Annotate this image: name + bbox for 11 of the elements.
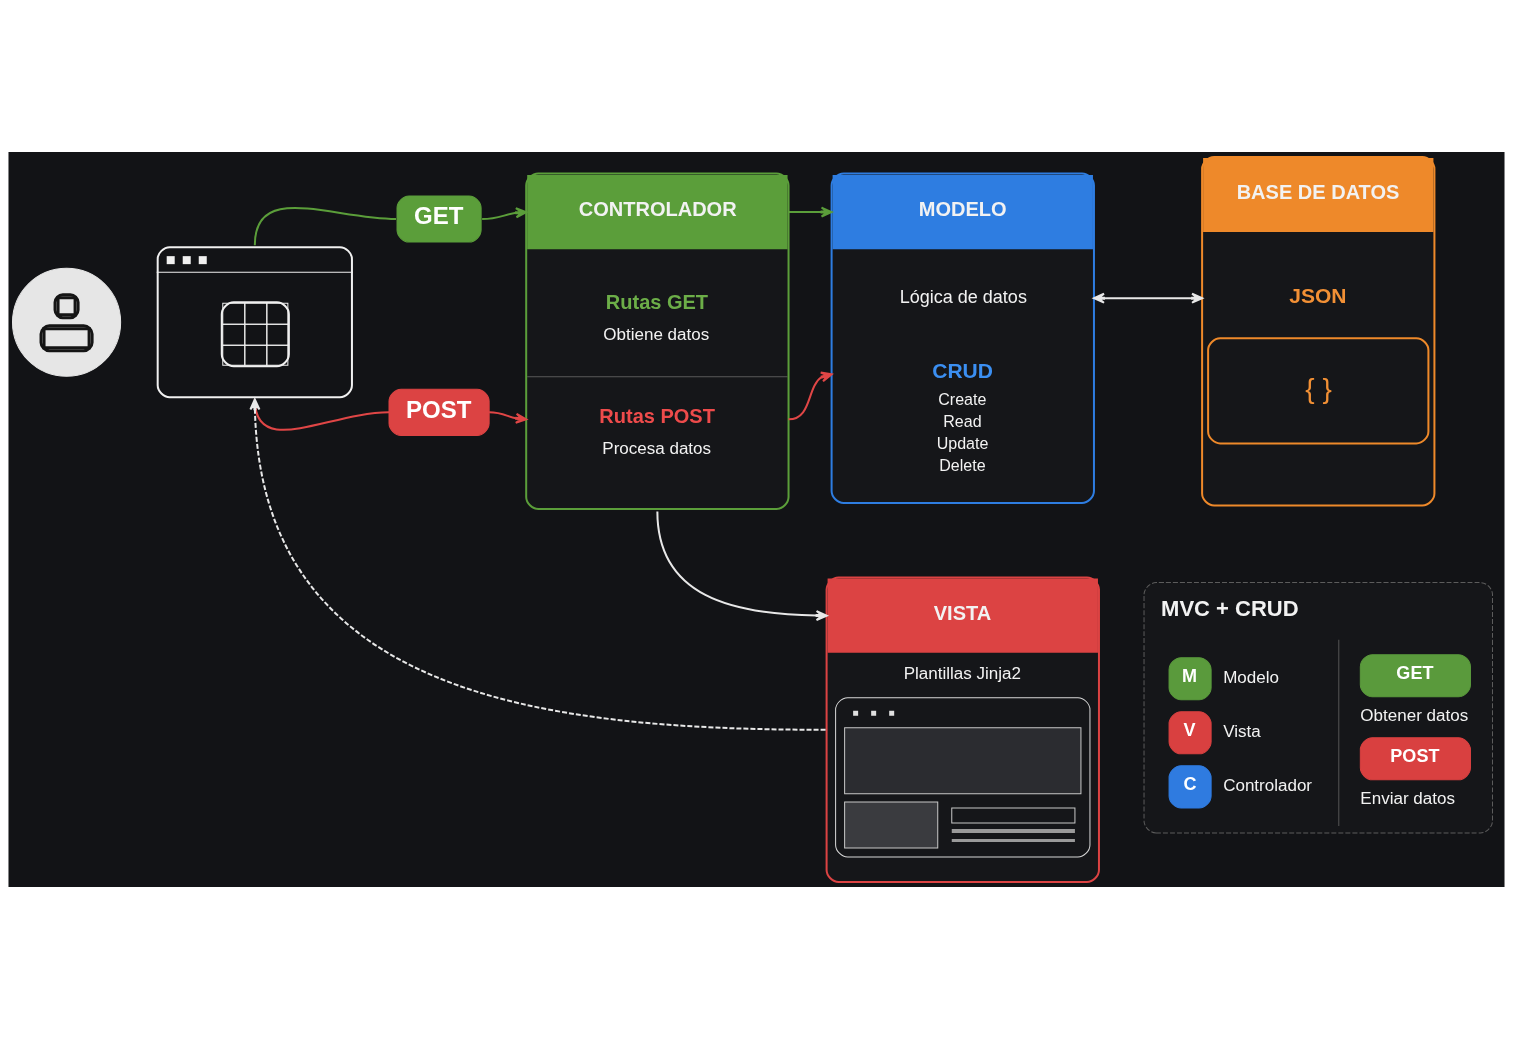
label: C	[1183, 774, 1197, 795]
legend-label: Enviar datos	[1360, 788, 1455, 808]
legend-label: Modelo	[1223, 667, 1279, 687]
label: V	[1183, 720, 1196, 741]
legend-label: Controlador	[1223, 775, 1313, 795]
label: M	[1182, 666, 1198, 687]
label: POST	[1390, 746, 1440, 767]
legend-label: Vista	[1223, 721, 1261, 741]
label: GET	[1396, 663, 1434, 684]
legend-label: Obtener datos	[1360, 706, 1469, 726]
label: MVC + CRUD	[1161, 596, 1299, 622]
